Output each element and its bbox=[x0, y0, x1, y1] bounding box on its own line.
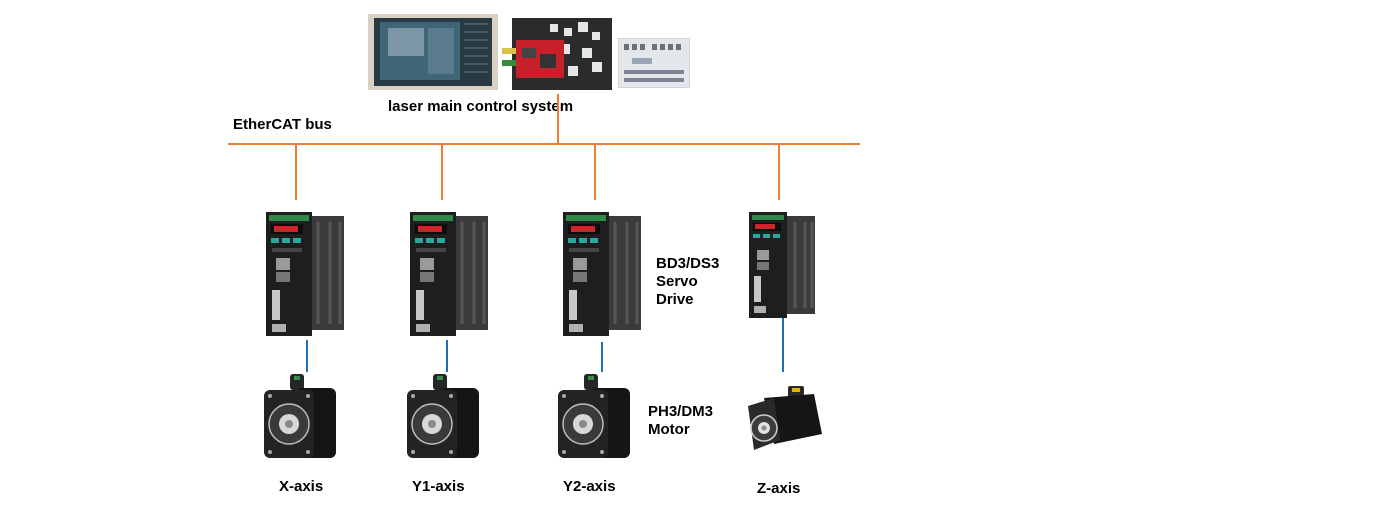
servo-drive-x-icon bbox=[266, 212, 346, 336]
axis-label-x: X-axis bbox=[279, 478, 324, 495]
drive-label: BD3/DS3 Servo Drive bbox=[656, 255, 720, 308]
axis-label-y2: Y2-axis bbox=[563, 478, 616, 495]
servo-motor-y1-icon bbox=[405, 372, 481, 462]
ethercat-bus-line bbox=[228, 143, 860, 145]
motor-label: PH3/DM3 Motor bbox=[648, 403, 714, 438]
servo-motor-x-icon bbox=[262, 372, 338, 462]
main-control-label: laser main control system bbox=[388, 98, 574, 115]
servo-drive-y2-icon bbox=[563, 212, 643, 336]
servo-drive-z-icon bbox=[749, 212, 817, 318]
servo-drive-y1-icon bbox=[410, 212, 490, 336]
bus-drop-y2 bbox=[594, 144, 596, 200]
controller-card-icon bbox=[502, 18, 612, 90]
io-module-icon bbox=[617, 37, 691, 89]
signal-line-y1 bbox=[446, 340, 448, 372]
bus-drop-y1 bbox=[441, 144, 443, 200]
servo-motor-y2-icon bbox=[556, 372, 632, 462]
signal-line-x bbox=[306, 340, 308, 372]
signal-line-y2 bbox=[601, 342, 603, 372]
touch-screen-panel-icon bbox=[368, 14, 498, 90]
axis-label-y1: Y1-axis bbox=[412, 478, 465, 495]
bus-drop-z bbox=[778, 144, 780, 200]
bus-drop-x bbox=[295, 144, 297, 200]
axis-label-z: Z-axis bbox=[757, 480, 801, 497]
signal-line-z bbox=[782, 318, 784, 372]
bus-riser-line bbox=[557, 94, 559, 144]
servo-motor-z-icon bbox=[744, 384, 824, 456]
bus-label: EtherCAT bus bbox=[233, 116, 332, 133]
